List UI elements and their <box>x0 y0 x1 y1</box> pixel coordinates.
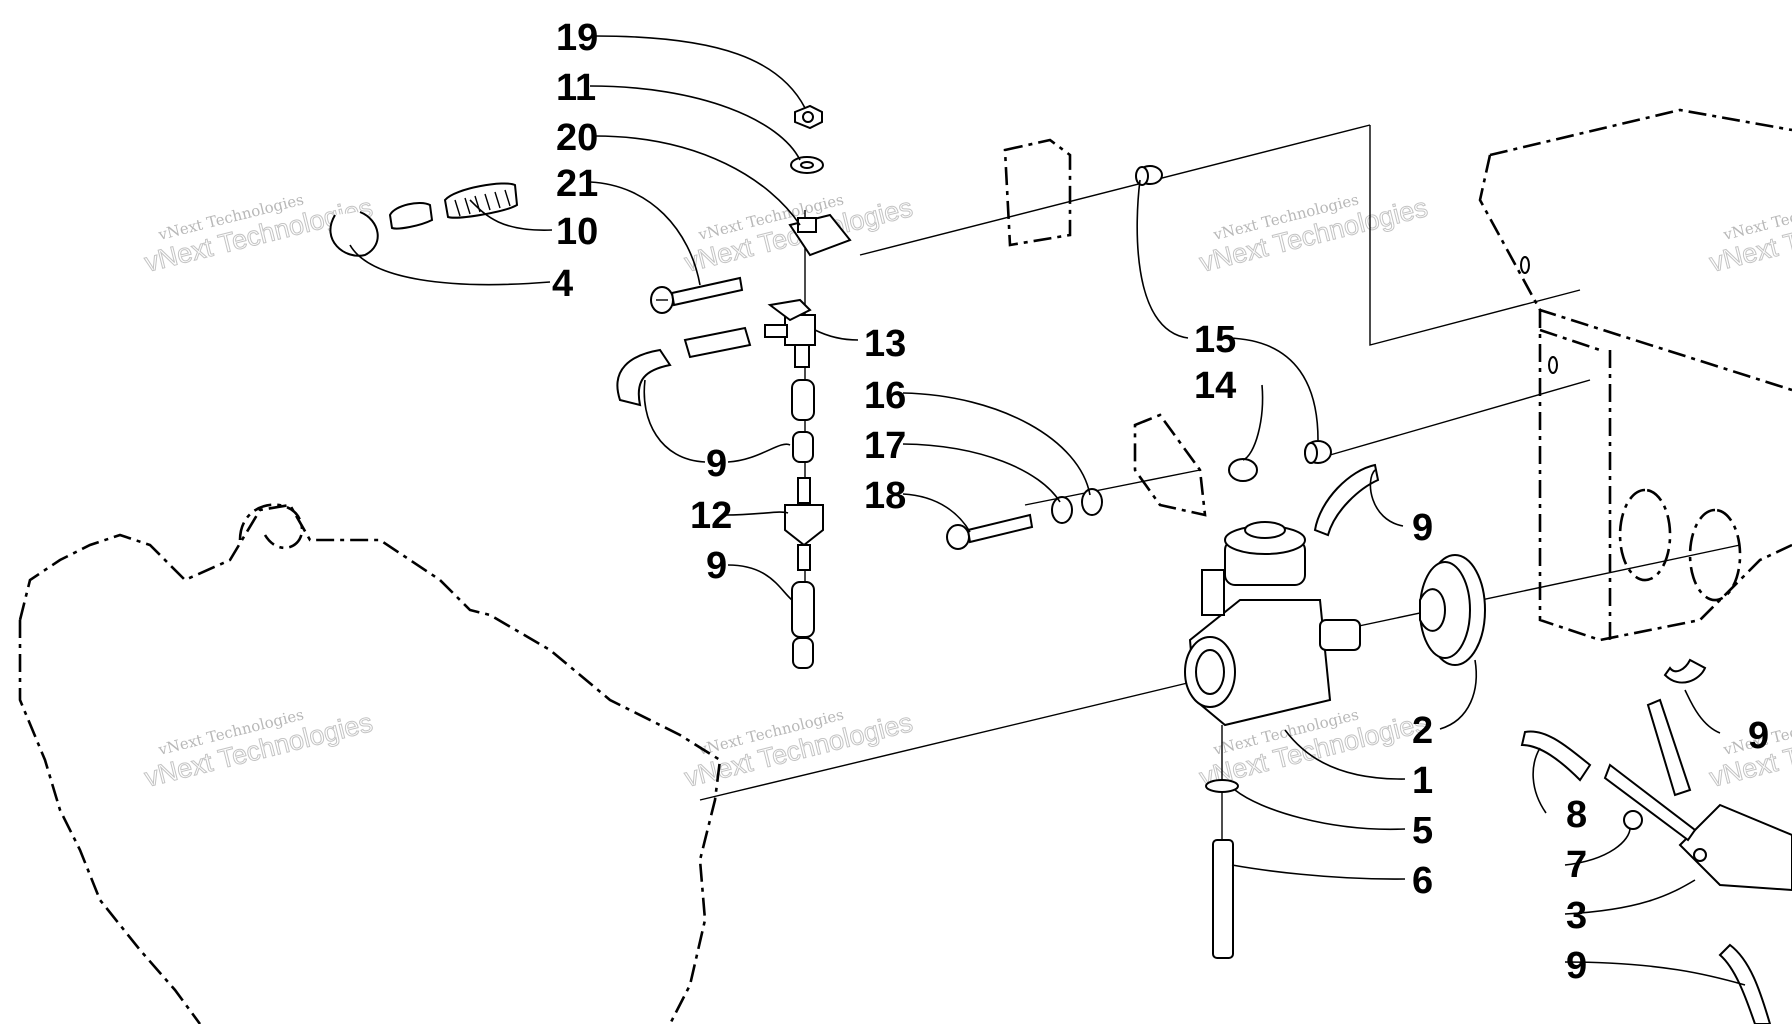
callout-label: 20 <box>556 117 598 159</box>
callout-label: 9 <box>1566 945 1587 987</box>
callout-label: 9 <box>706 545 727 587</box>
bracket-tab <box>797 217 817 233</box>
callout-label: 17 <box>864 425 906 467</box>
grommet <box>1135 165 1163 186</box>
fuel-hose <box>616 348 672 407</box>
fuel-hose <box>1646 698 1692 797</box>
watermark: vNext Technologies vNext Technologies <box>1196 190 1431 278</box>
watermark: vNext Technologies vNext Technologies <box>141 705 376 793</box>
watermark-group: vNext Technologies vNext Technologies vN… <box>141 190 1792 793</box>
callout-label: 21 <box>556 163 598 205</box>
callouts: 19 11 20 21 10 4 13 16 17 18 9 12 9 15 1… <box>552 17 1769 987</box>
callout-label: 9 <box>1748 715 1769 757</box>
fuel-hose <box>1603 763 1697 842</box>
callout-label: 3 <box>1566 895 1587 937</box>
callout-label: 5 <box>1412 810 1433 852</box>
callout-label: 18 <box>864 475 906 517</box>
spring <box>388 182 519 230</box>
callout-label: 14 <box>1194 365 1236 407</box>
callout-label: 1 <box>1412 760 1433 802</box>
callout-label: 10 <box>556 211 598 253</box>
washer-hole <box>800 161 814 169</box>
callout-label: 19 <box>556 17 598 59</box>
airbox-port <box>1618 488 1672 582</box>
fuel-hose <box>1663 658 1707 684</box>
callout-label: 9 <box>1412 507 1433 549</box>
fuel-hose <box>791 581 815 638</box>
fuel-valve <box>764 298 816 368</box>
airbox-hole <box>1520 256 1530 274</box>
bracket-lower <box>1133 413 1207 517</box>
bolt <box>946 513 1034 550</box>
nut-hole <box>802 111 814 123</box>
hose-clamp <box>792 431 814 463</box>
vent-hose <box>1313 463 1380 537</box>
spacer <box>1228 458 1258 482</box>
callout-label: 8 <box>1566 794 1587 836</box>
hose-clamp <box>1205 779 1239 793</box>
callout-label: 11 <box>556 67 596 109</box>
callout-label: 4 <box>552 263 573 305</box>
callout-label: 7 <box>1566 844 1587 886</box>
leader-lines <box>349 35 1746 986</box>
fuel-filter <box>784 477 824 571</box>
washer <box>1081 488 1103 516</box>
callout-label: 12 <box>690 495 732 537</box>
carburetor <box>1184 521 1361 727</box>
spring-clip <box>329 211 379 257</box>
callout-label: 9 <box>706 443 727 485</box>
callout-label: 16 <box>864 375 906 417</box>
fuel-pump <box>1678 803 1792 892</box>
callout-label: 6 <box>1412 860 1433 902</box>
grommet <box>1304 440 1332 464</box>
engine-outline <box>18 503 722 1024</box>
callout-label: 15 <box>1194 319 1236 361</box>
fuel-hose <box>683 326 752 359</box>
watermark: vNext Technologies vNext Technologies <box>1706 190 1792 278</box>
hose-clamp <box>792 637 814 669</box>
fuel-hose <box>1520 730 1592 782</box>
lock-washer <box>1051 496 1073 524</box>
airbox-hole <box>1548 356 1558 374</box>
intake-boot <box>1419 554 1486 666</box>
airbox-port <box>1688 508 1742 602</box>
bracket-upper <box>1003 138 1072 247</box>
fitting <box>1623 810 1643 830</box>
drain-hose <box>1212 839 1234 959</box>
callout-label: 13 <box>864 323 906 365</box>
engine-outline-top <box>238 503 304 550</box>
bolt <box>650 276 744 314</box>
fuel-hose <box>791 379 815 421</box>
airbox-outline <box>1478 108 1792 642</box>
callout-label: 2 <box>1412 710 1433 752</box>
